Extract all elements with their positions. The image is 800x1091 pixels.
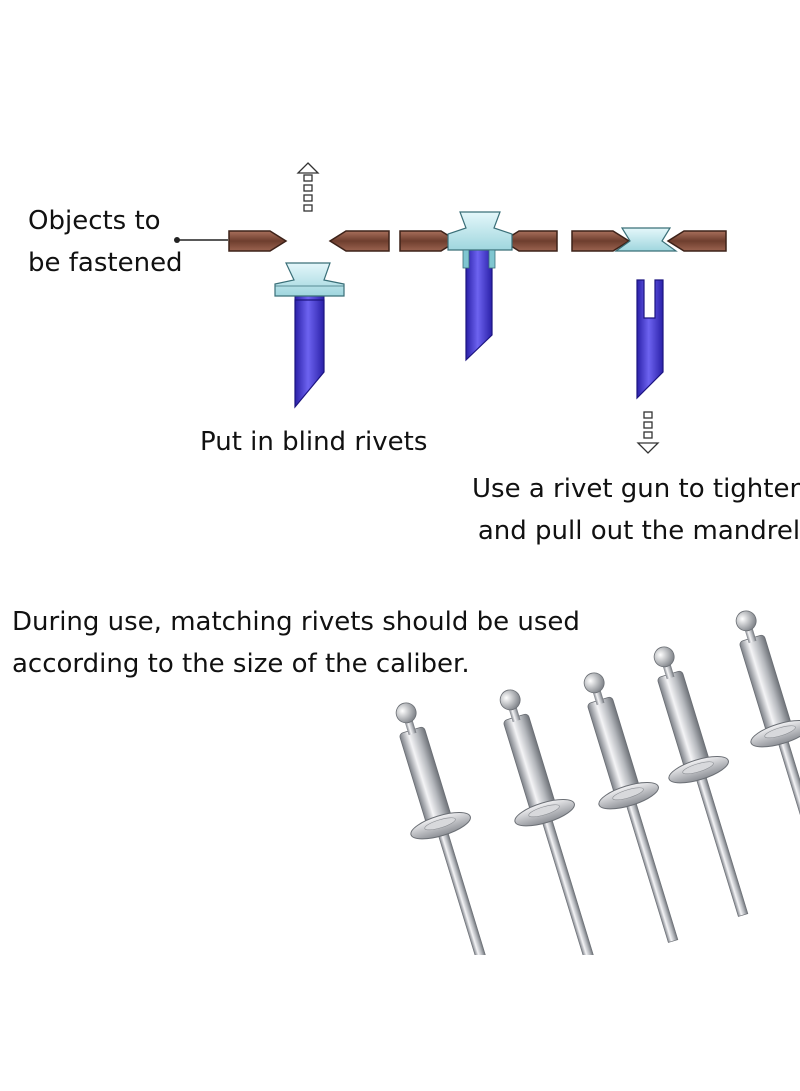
usage-note-line-2: according to the size of the caliber.	[12, 649, 470, 679]
plate-left-3	[571, 230, 631, 252]
riveting-diagram	[174, 162, 727, 454]
plate-left-1	[228, 230, 288, 252]
mandrel-1	[294, 299, 325, 409]
stage-1	[228, 162, 390, 409]
label-put-in-blind-rivets: Put in blind rivets	[200, 427, 428, 457]
label-objects-to-be-fastened: Objects to be fastened	[28, 200, 183, 284]
stage-2	[399, 211, 558, 362]
rivet-formed-3	[614, 227, 678, 252]
arrow-down-icon	[636, 411, 660, 454]
plate-right-3	[666, 230, 727, 252]
label-objects-line-2: be fastened	[28, 248, 183, 278]
arrow-up-icon	[296, 162, 320, 212]
usage-note-line-1: During use, matching rivets should be us…	[12, 607, 580, 637]
label-gun-line-2: and pull out the mandrel	[477, 516, 800, 546]
label-rivet-gun: Use a rivet gun to tighten and pull out …	[472, 468, 800, 552]
rivet-head-2	[447, 211, 513, 251]
rivet-photo-1	[373, 693, 516, 981]
usage-note: During use, matching rivets should be us…	[12, 601, 580, 685]
label-objects-line-1: Objects to	[28, 206, 161, 236]
mandrel-3	[636, 279, 664, 400]
label-pointer	[174, 237, 228, 243]
stage-3	[571, 227, 727, 454]
plate-right-1	[328, 230, 390, 252]
rivet-head-1	[274, 262, 345, 297]
label-gun-line-1: Use a rivet gun to tighten	[472, 474, 800, 504]
